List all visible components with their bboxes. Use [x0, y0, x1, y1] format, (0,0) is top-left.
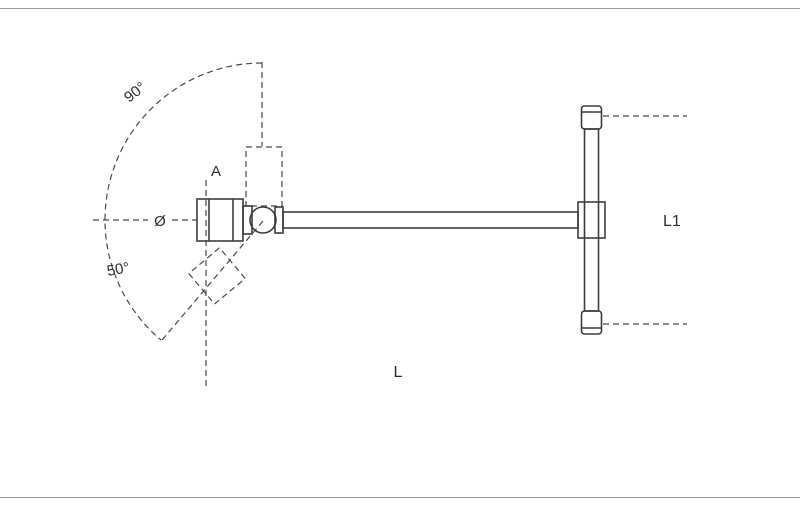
angle-50-label: 50°: [106, 259, 131, 280]
ghost-socket-tilted: [187, 246, 247, 305]
tilted-axis-50: [161, 220, 264, 341]
tool-outline: [196, 105, 606, 335]
dimension-labels: 90° 50° A Ø L L1: [106, 79, 681, 381]
overall-length-l-label: L: [394, 364, 403, 381]
swivel-arc: [104, 62, 263, 341]
handle-length-l1-label: L1: [663, 213, 681, 230]
t-handle-bar: [583, 128, 600, 312]
frame: [0, 8, 800, 498]
angle-90-label: 90°: [121, 79, 149, 106]
construction-lines: [93, 62, 687, 390]
handle-end-cap-top: [580, 105, 603, 130]
shaft: [282, 211, 579, 229]
handle-boss: [577, 201, 606, 239]
joint-knuckle: [249, 206, 277, 234]
handle-end-cap-bottom: [580, 310, 603, 335]
ghost-shaft-vertical: [245, 146, 283, 207]
socket-head: [196, 198, 244, 242]
diameter-label: Ø: [154, 213, 166, 230]
socket-size-a-label: A: [211, 163, 221, 180]
joint-yoke-left: [242, 205, 253, 235]
